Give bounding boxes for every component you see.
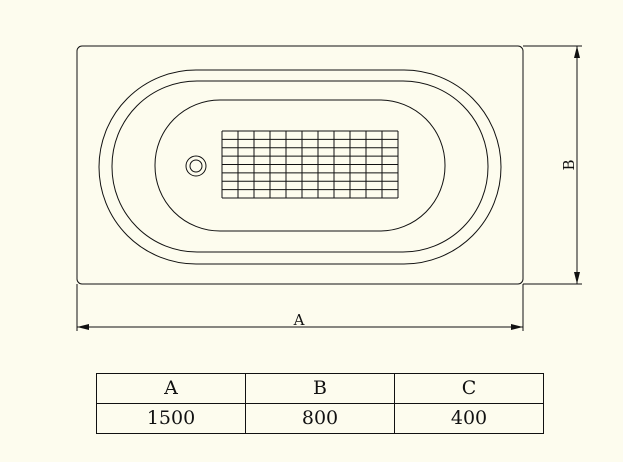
tub-contour-outer [98, 69, 502, 265]
table-header-row: A B C [96, 373, 544, 404]
anti-slip-grid [221, 130, 399, 199]
dim-b-label: B [560, 159, 578, 170]
tub-basin-floor [154, 99, 446, 232]
drain-outer-ring [185, 155, 207, 177]
table-header-cell: A [96, 373, 246, 404]
table-header-cell: C [394, 373, 544, 404]
tub-contour-middle [111, 80, 489, 253]
table-header-cell: B [245, 373, 395, 404]
table-value-cell: 400 [394, 403, 544, 434]
tub-outer-rim [76, 45, 524, 285]
dim-a-label: A [293, 311, 305, 329]
table-value-cell: 1500 [96, 403, 246, 434]
table-value-cell: 800 [245, 403, 395, 434]
dimension-table: A B C 1500 800 400 [96, 373, 544, 434]
drain-inner-ring [189, 159, 203, 173]
table-value-row: 1500 800 400 [96, 403, 544, 434]
